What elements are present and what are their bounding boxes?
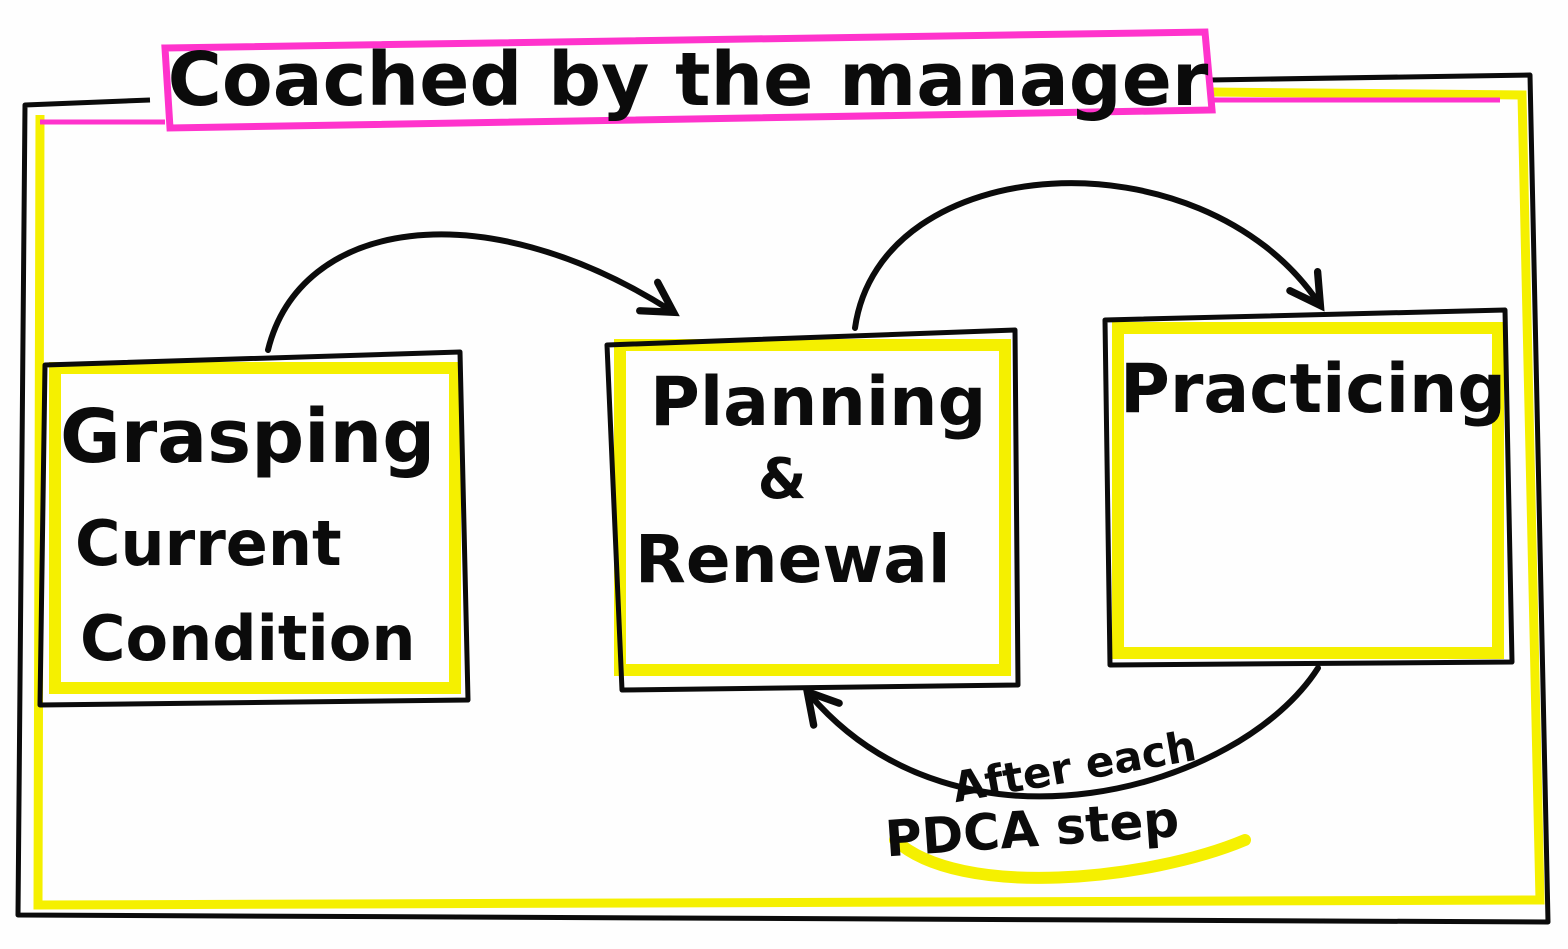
step-box-grasping: Grasping Current Condition xyxy=(37,349,471,708)
step-1-line-3: Condition xyxy=(80,602,416,675)
step-box-planning: Planning & Renewal xyxy=(604,327,1021,693)
arrow-practicing-to-planning xyxy=(802,665,1321,800)
arrow-planning-to-practicing xyxy=(852,180,1325,331)
loop-label: After each PDCA step xyxy=(883,721,1251,884)
step-1-line-1: Grasping xyxy=(60,394,435,480)
step-2-line-2: & xyxy=(758,447,807,512)
step-2-line-3: Renewal xyxy=(635,521,950,598)
step-box-practicing: Practicing xyxy=(1102,307,1515,668)
title-box: Coached by the manager xyxy=(161,28,1216,132)
title-text: Coached by the manager xyxy=(168,37,1209,123)
step-2-line-1: Planning xyxy=(650,363,986,442)
step-1-line-2: Current xyxy=(75,507,342,580)
loop-label-line-2: PDCA step xyxy=(883,790,1181,868)
arrow-grasping-to-planning xyxy=(265,231,680,353)
step-3-line-1: Practicing xyxy=(1120,350,1506,429)
